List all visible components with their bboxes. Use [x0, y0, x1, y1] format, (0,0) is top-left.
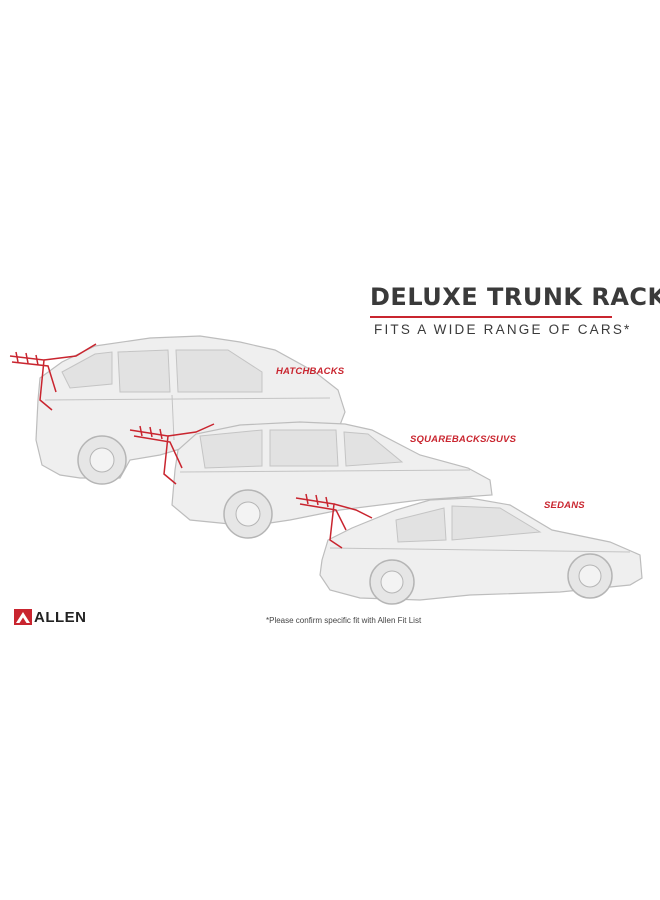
hatchback-door-line — [171, 394, 175, 441]
hatchback-side-window-1 — [117, 349, 171, 393]
hatchback-car — [35, 335, 346, 485]
sedan-rack — [295, 493, 373, 549]
sedans-label: SEDANS — [544, 500, 585, 511]
squareback-car — [171, 421, 493, 539]
sedan-front-hub — [578, 564, 602, 588]
title-underline — [370, 316, 612, 318]
sedan-window-1 — [395, 507, 447, 543]
sedan-car — [319, 497, 643, 605]
page-title: DELUXE TRUNK RACK — [370, 283, 660, 311]
sedan-belt-line — [329, 547, 631, 553]
hatchback-rear-window — [61, 351, 113, 389]
hatchback-belt-line — [44, 397, 331, 401]
sedan-rear-hub — [380, 570, 404, 594]
allen-mountain-logo-icon — [14, 609, 32, 625]
squareback-window-1 — [199, 429, 263, 469]
fit-footnote: *Please confirm specific fit with Allen … — [266, 616, 422, 625]
page-subtitle: FITS A WIDE RANGE OF CARS* — [374, 322, 632, 337]
logo-text: ALLEN — [34, 608, 87, 626]
squareback-window-2 — [269, 429, 339, 467]
allen-logo: ALLEN — [14, 608, 87, 626]
squareback-belt-line — [179, 469, 471, 473]
sedan-window-2 — [451, 505, 542, 541]
hatchback-hub — [89, 447, 115, 473]
hatchback-rack — [9, 343, 97, 411]
squareback-rear-hub — [235, 501, 261, 527]
hatchback-side-window-2 — [175, 349, 263, 393]
hatchbacks-label: HATCHBACKS — [276, 366, 345, 377]
squareback-rack — [129, 423, 215, 485]
squareback-window-3 — [343, 431, 404, 467]
squarebacks-label: SQUAREBACKS/SUVS — [410, 434, 517, 445]
